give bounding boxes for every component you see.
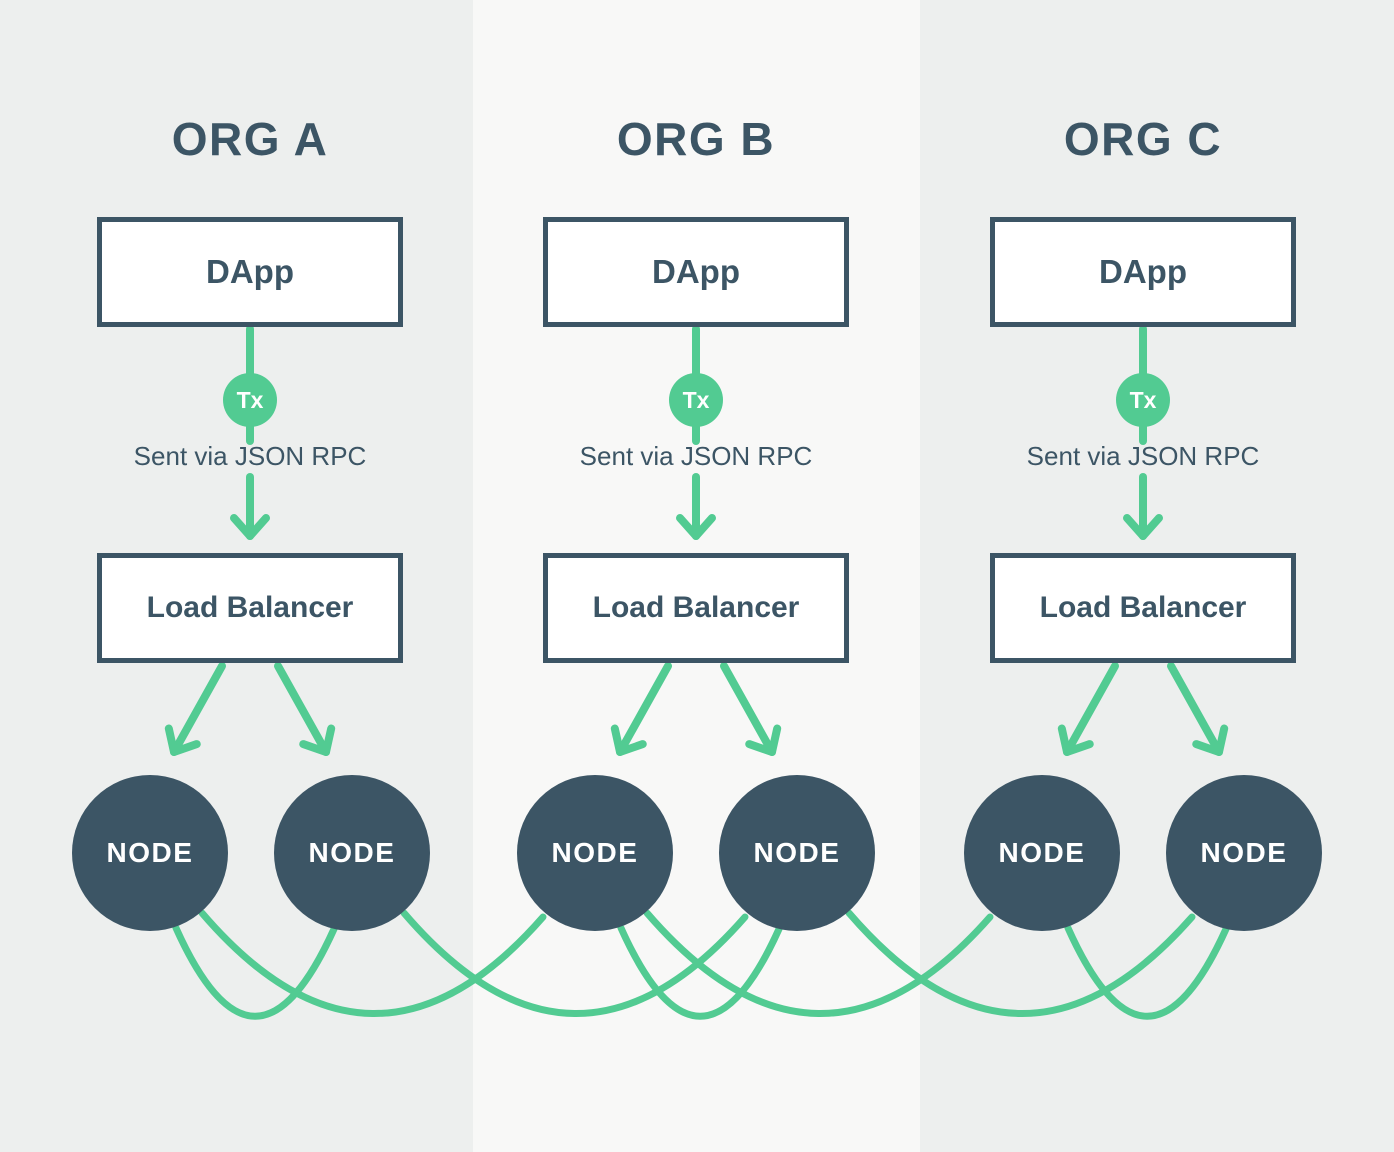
connection-lines (164, 325, 1230, 1020)
